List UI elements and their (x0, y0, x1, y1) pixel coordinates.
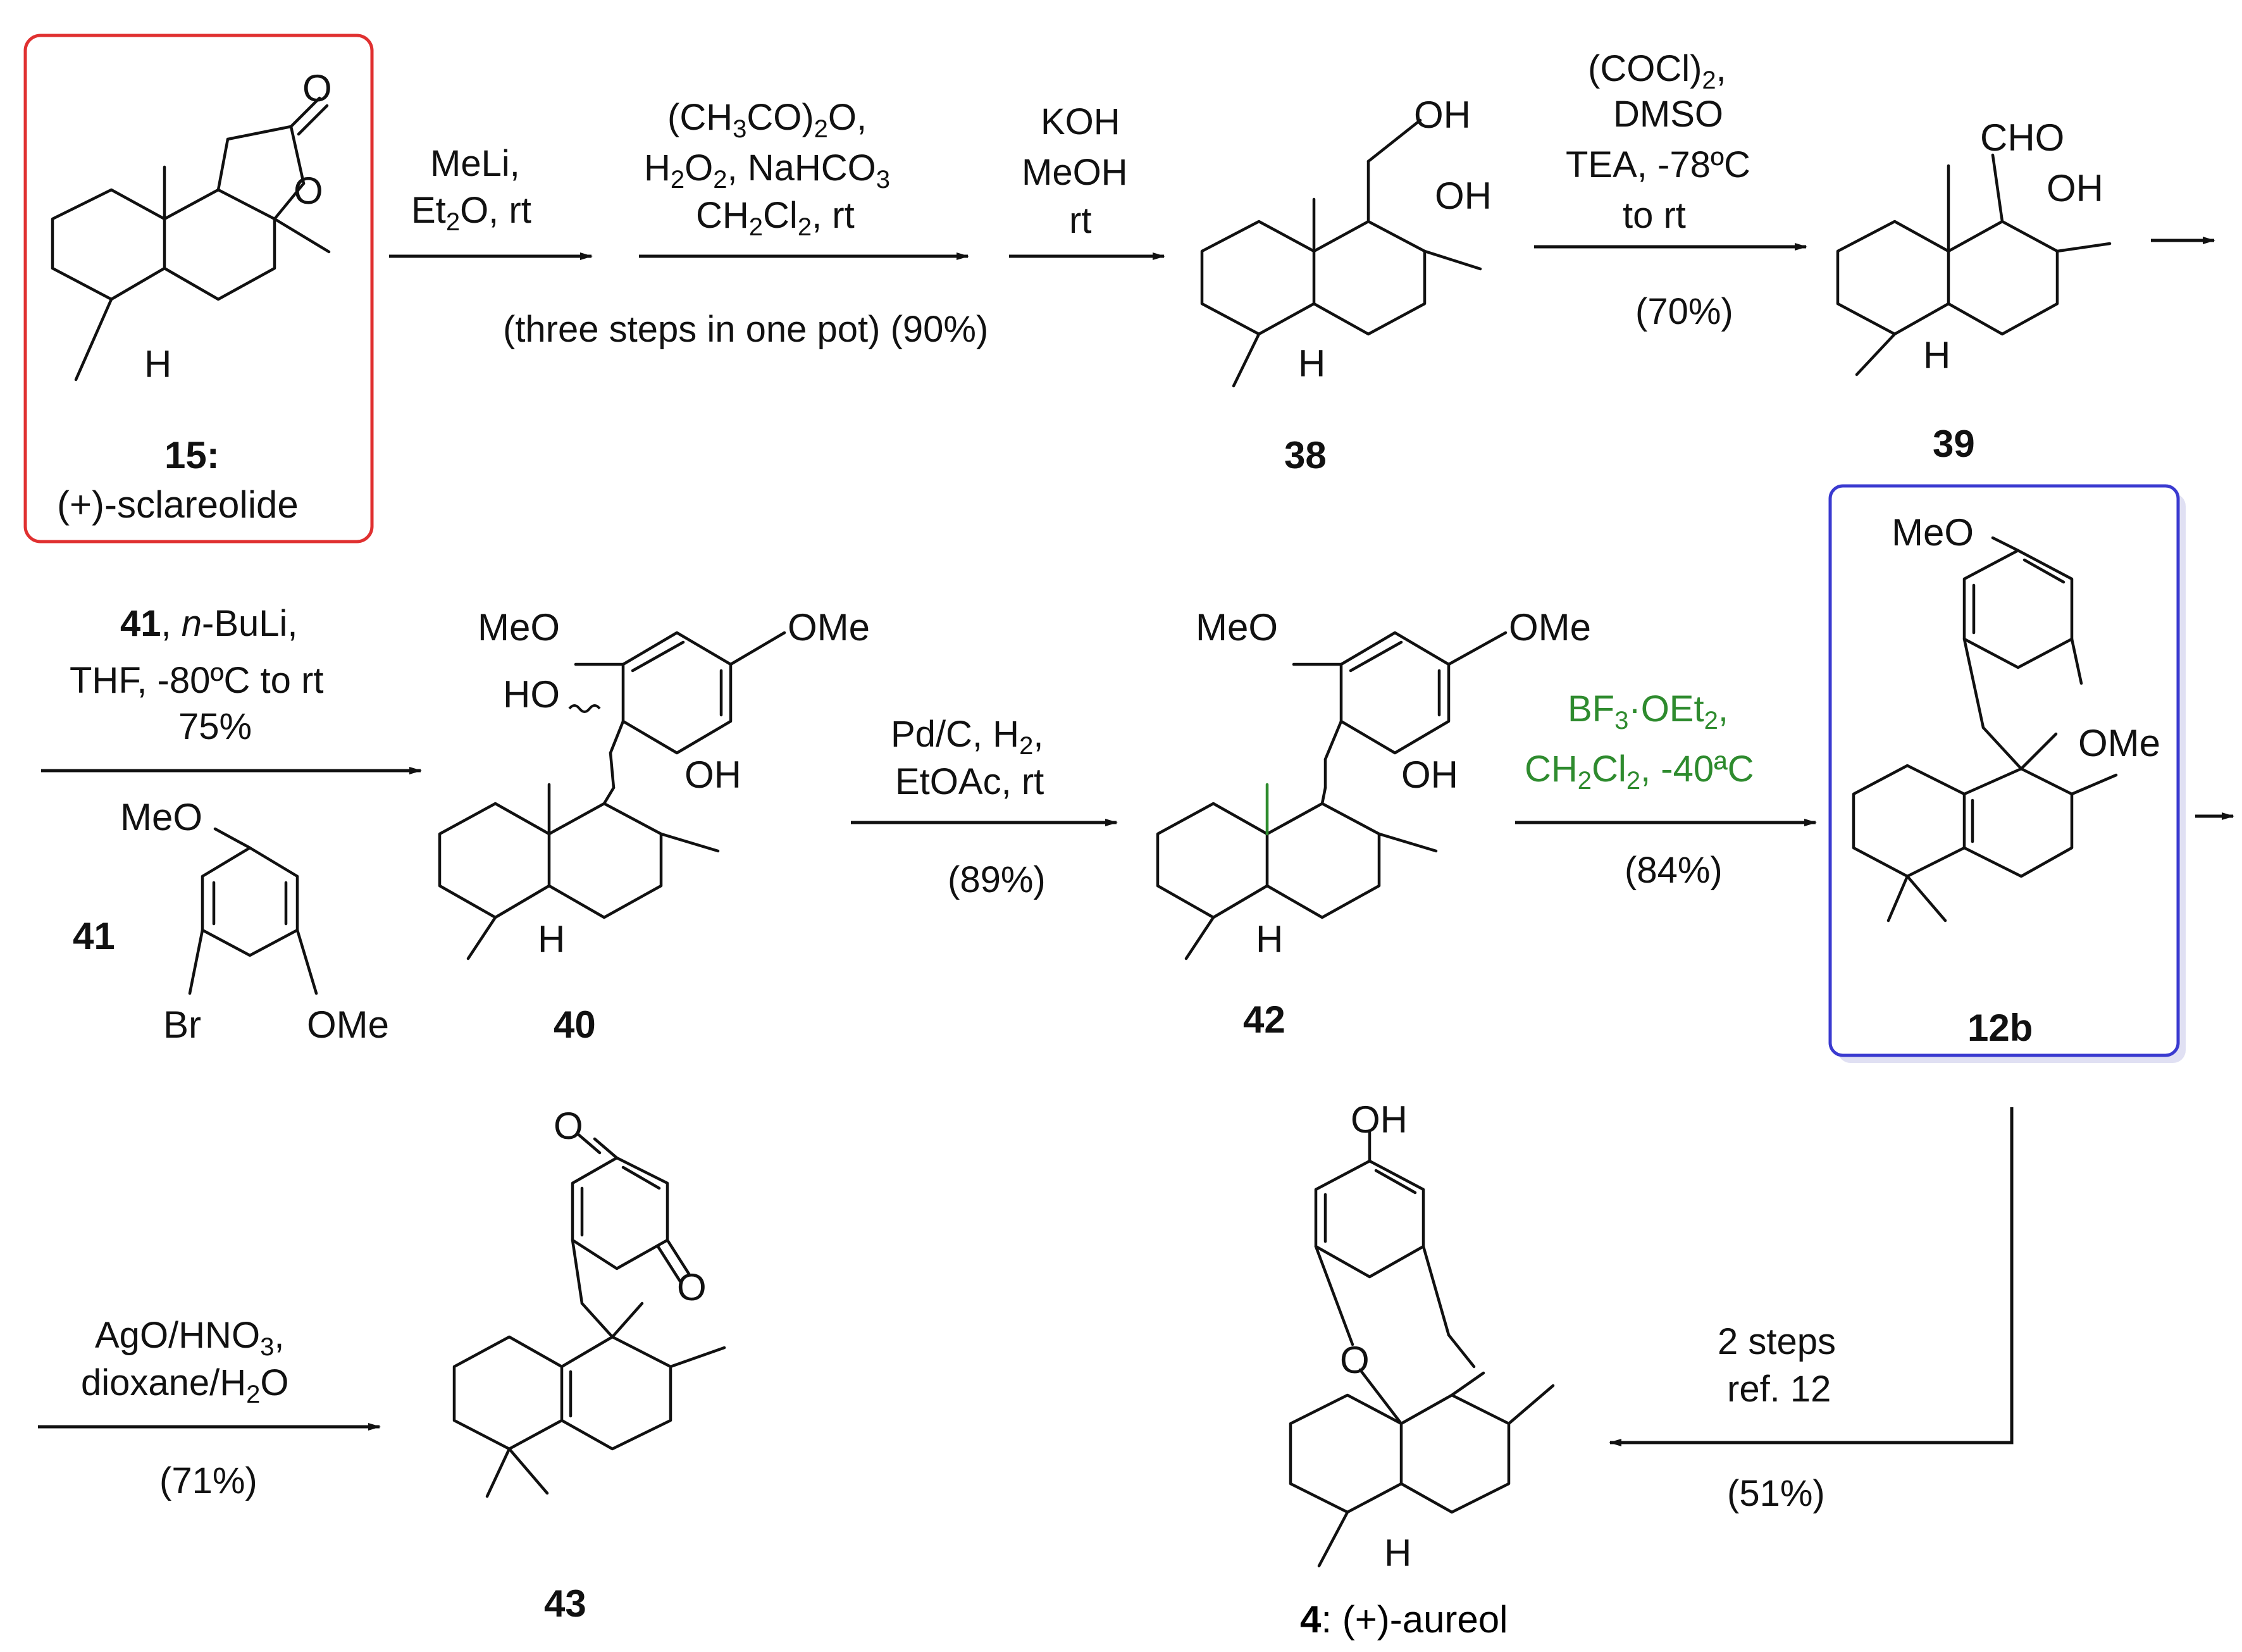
atom-o-43-a: O (554, 1105, 583, 1147)
step3-reagent-line1: KOH (1041, 101, 1120, 142)
atom-h-42: H (1256, 918, 1283, 960)
atom-ome-40: OMe (788, 606, 870, 649)
structure-15 (51, 96, 331, 382)
atom-o-43-b: O (677, 1266, 707, 1308)
step9-yield: (51%) (1727, 1473, 1825, 1514)
atom-oh-38-a: OH (1414, 94, 1471, 136)
atom-o-ring-15: O (294, 170, 323, 212)
step1-reagent-line1: MeLi, (430, 143, 520, 184)
atom-meo-41: MeO (120, 796, 202, 838)
structure-39 (1836, 153, 2112, 376)
atom-meo-40: MeO (478, 606, 560, 649)
step6-yield: (89%) (948, 859, 1046, 900)
step3-reagent-line3: rt (1069, 200, 1091, 241)
compound-label-12b: 12b (1967, 1007, 2033, 1049)
atom-ome-41: OMe (307, 1003, 389, 1046)
step8-reagent-line1: AgO/HNO3, (95, 1315, 284, 1361)
atom-ome-12b: OMe (2078, 722, 2160, 764)
compound-label-41: 41 (73, 915, 115, 957)
atom-o-ring-4: O (1340, 1339, 1370, 1381)
atom-oh-39: OH (2047, 167, 2103, 209)
atom-h-39: H (1923, 334, 1950, 376)
atom-br-41: Br (163, 1003, 201, 1046)
step4-yield: (70%) (1635, 291, 1733, 332)
atom-h-15: H (144, 343, 171, 385)
compound-label-38: 38 (1284, 434, 1327, 476)
step7-yield: (84%) (1625, 850, 1723, 891)
structure-41 (188, 827, 318, 995)
step5-reagent-line2: THF, -80ºC to rt (70, 660, 323, 701)
step6-reagent-line1: Pd/C, H2, (891, 714, 1043, 760)
step4-reagent-line4: to rt (1623, 195, 1686, 236)
structure-40 (438, 631, 786, 960)
atom-oh-4: OH (1351, 1098, 1408, 1141)
step6-reagent-line2: EtOAc, rt (895, 761, 1044, 802)
structure-38 (1200, 118, 1482, 388)
step8-yield: (71%) (159, 1460, 257, 1501)
step9-line1: 2 steps (1718, 1321, 1836, 1362)
step7-reagent-line1: BF3·OEt2, (1568, 688, 1728, 735)
compound-label-42: 42 (1243, 998, 1285, 1041)
atom-oh-38-b: OH (1435, 175, 1492, 217)
product-highlight-box (1828, 484, 2180, 1057)
atom-oh-40: OH (684, 754, 741, 796)
step4-reagent-line1: (COCl)2, (1588, 48, 1726, 94)
atom-meo-12b: MeO (1892, 511, 1974, 554)
atom-cho-39: CHO (1980, 116, 2064, 159)
step5-reagent-line1: 41, n-BuLi, (120, 603, 298, 644)
one-pot-note: (three steps in one pot) (90%) (503, 309, 988, 350)
step2-reagent-line1: (CH3CO)2O, (667, 97, 867, 143)
starting-material-highlight-box (23, 34, 374, 543)
step3-reagent-line2: MeOH (1022, 152, 1128, 193)
structure-42 (1156, 631, 1508, 960)
atom-oh-42: OH (1401, 754, 1458, 796)
atom-h-4: H (1384, 1532, 1411, 1574)
structure-12b (1852, 536, 2118, 922)
step9-line2: ref. 12 (1727, 1369, 1831, 1410)
step8-reagent-line2: dioxane/H2O (81, 1362, 289, 1408)
atom-o-carbonyl-15: O (302, 67, 332, 109)
structure-43 (452, 1132, 726, 1498)
atom-ho-40: HO (503, 673, 560, 716)
step5-reagent-line3: 75% (178, 706, 252, 747)
atom-ome-42: OMe (1509, 606, 1591, 649)
step7-reagent-line2: CH2Cl2, -40ªC (1525, 748, 1754, 795)
atom-meo-42: MeO (1196, 606, 1278, 649)
compound-name-15: (+)-sclareolide (57, 483, 299, 526)
step4-reagent-line2: DMSO (1613, 94, 1723, 135)
step4-reagent-line3: TEA, -78ºC (1566, 144, 1750, 185)
compound-label-43: 43 (544, 1582, 586, 1625)
step2-reagent-line3: CH2Cl2, rt (696, 195, 855, 241)
arrow-step9 (1609, 1107, 2014, 1446)
structure-4 (1289, 1131, 1555, 1568)
step1-reagent-line2: Et2O, rt (411, 190, 531, 236)
compound-label-4: 4: (+)-aureol (1300, 1598, 1508, 1641)
atom-h-40: H (538, 918, 565, 960)
atom-h-38: H (1298, 342, 1325, 385)
compound-label-15: 15: (164, 434, 220, 476)
step2-reagent-line2: H2O2, NaHCO3 (644, 147, 890, 194)
compound-label-39: 39 (1933, 423, 1975, 465)
compound-label-40: 40 (554, 1003, 596, 1046)
